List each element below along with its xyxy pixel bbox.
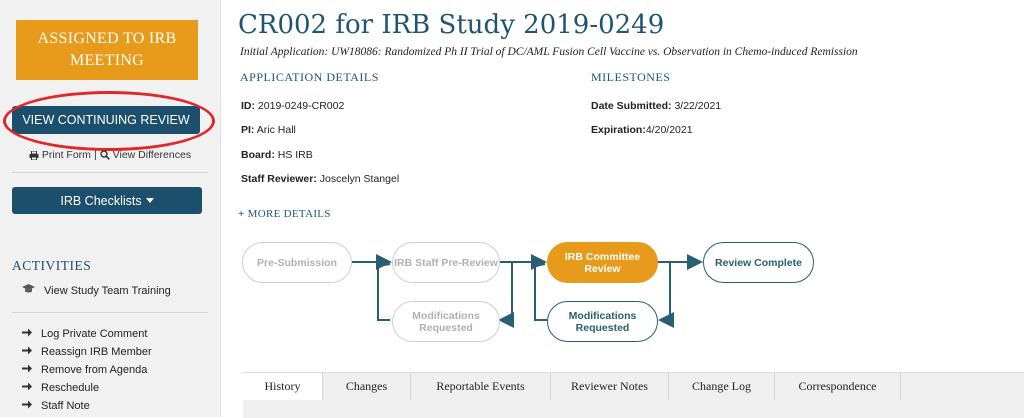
- arrow-right-icon: [22, 382, 32, 394]
- activities-heading: ACTIVITIES: [12, 258, 92, 273]
- id-field: ID: 2019-0249-CR002: [241, 100, 344, 112]
- arrow-right-icon: [22, 328, 32, 340]
- tab-reportable-events[interactable]: Reportable Events: [411, 373, 551, 400]
- field-label: Expiration:: [591, 124, 646, 136]
- expiration-field: Expiration:4/20/2021: [591, 124, 693, 136]
- tab-changes[interactable]: Changes: [323, 373, 411, 400]
- field-value: 3/22/2021: [674, 100, 722, 112]
- tab-correspondence[interactable]: Correspondence: [775, 373, 901, 400]
- action-reassign-irb-member[interactable]: Reassign IRB Member: [22, 346, 152, 358]
- step-review-complete: Review Complete: [703, 242, 814, 283]
- print-form-link[interactable]: Print Form: [41, 149, 91, 161]
- sidebar: ASSIGNED TO IRB MEETING VIEW CONTINUING …: [0, 0, 221, 417]
- field-label: ID:: [241, 100, 255, 112]
- print-icon: [29, 149, 39, 161]
- field-value: 2019-0249-CR002: [257, 100, 345, 112]
- action-remove-from-agenda[interactable]: Remove from Agenda: [22, 364, 147, 376]
- irb-checklists-label: IRB Checklists: [60, 193, 142, 208]
- step-committee-review: IRB Committee Review: [547, 242, 658, 283]
- field-value: HS IRB: [277, 149, 313, 161]
- action-label: Staff Note: [41, 400, 90, 412]
- view-continuing-review-button[interactable]: VIEW CONTINUING REVIEW: [12, 106, 200, 134]
- print-row: Print Form | View Differences: [0, 149, 220, 161]
- step-pre-submission: Pre-Submission: [242, 242, 352, 283]
- milestones-heading: MILESTONES: [591, 70, 671, 84]
- board-field: Board: HS IRB: [241, 149, 313, 161]
- view-differences-link[interactable]: View Differences: [112, 149, 192, 161]
- action-staff-note[interactable]: Staff Note: [22, 400, 90, 412]
- graduation-cap-icon: [22, 284, 35, 297]
- action-log-private-comment[interactable]: Log Private Comment: [22, 328, 147, 340]
- more-details-link[interactable]: + MORE DETAILS: [238, 208, 331, 220]
- view-training-label: View Study Team Training: [44, 284, 171, 297]
- irb-checklists-dropdown[interactable]: IRB Checklists: [12, 187, 202, 214]
- arrow-right-icon: [22, 400, 32, 412]
- page-title: CR002 for IRB Study 2019-0249: [238, 10, 665, 40]
- tab-change-log[interactable]: Change Log: [669, 373, 775, 400]
- pi-field: PI: Aric Hall: [241, 124, 296, 136]
- step-modifications-requested-2: Modifications Requested: [547, 301, 658, 342]
- staff-reviewer-field: Staff Reviewer: Joscelyn Stangel: [241, 173, 399, 185]
- step-modifications-requested-1: Modifications Requested: [392, 301, 500, 342]
- arrow-right-icon: [22, 364, 32, 376]
- plus-icon: +: [238, 208, 245, 220]
- field-label: PI:: [241, 124, 255, 136]
- action-label: Reassign IRB Member: [41, 346, 152, 358]
- arrow-right-icon: [22, 346, 32, 358]
- page-subtitle: Initial Application: UW18086: Randomized…: [240, 46, 858, 58]
- field-label: Date Submitted:: [591, 100, 672, 112]
- date-submitted-field: Date Submitted: 3/22/2021: [591, 100, 721, 112]
- search-icon: [99, 149, 110, 161]
- caret-down-icon: [145, 198, 154, 203]
- sidebar-divider: [12, 312, 208, 313]
- tab-history[interactable]: History: [243, 373, 323, 400]
- sidebar-divider: [12, 172, 208, 173]
- step-staff-pre-review: IRB Staff Pre-Review: [392, 242, 500, 283]
- action-reschedule[interactable]: Reschedule: [22, 382, 99, 394]
- action-label: Reschedule: [41, 382, 100, 394]
- field-label: Staff Reviewer:: [241, 173, 317, 185]
- field-value: Joscelyn Stangel: [319, 173, 400, 185]
- field-value: 4/20/2021: [645, 124, 693, 136]
- field-value: Aric Hall: [256, 124, 296, 136]
- status-badge: ASSIGNED TO IRB MEETING: [16, 20, 198, 80]
- view-training-link[interactable]: View Study Team Training: [22, 284, 171, 297]
- tab-reviewer-notes[interactable]: Reviewer Notes: [551, 373, 669, 400]
- action-label: Remove from Agenda: [41, 364, 148, 376]
- tab-bar: History Changes Reportable Events Review…: [243, 372, 1024, 418]
- application-details-heading: APPLICATION DETAILS: [240, 70, 379, 84]
- link-separator: |: [93, 149, 97, 161]
- field-label: Board:: [241, 149, 275, 161]
- more-details-label: MORE DETAILS: [247, 208, 331, 220]
- action-label: Log Private Comment: [41, 328, 148, 340]
